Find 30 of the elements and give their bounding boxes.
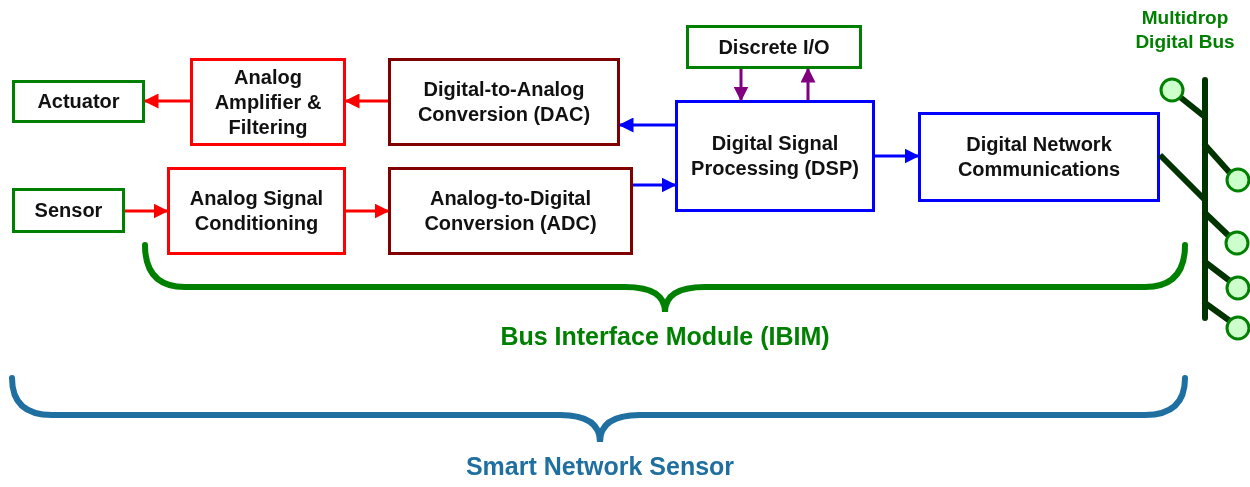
process-box bbox=[675, 100, 875, 212]
arrow bbox=[733, 69, 749, 102]
arrow bbox=[875, 148, 920, 164]
brace-label: Smart Network Sensor bbox=[465, 452, 735, 481]
arrow bbox=[633, 177, 677, 193]
node-label: Digital Signal Processing (DSP) bbox=[690, 131, 860, 181]
process-box bbox=[167, 167, 346, 255]
arrow bbox=[344, 93, 388, 109]
node-label: Discrete I/O bbox=[718, 34, 830, 60]
node-label: Multidrop Digital Bus bbox=[1134, 6, 1236, 54]
process-box bbox=[388, 167, 633, 255]
node-label: Sensor bbox=[34, 198, 103, 223]
process-box bbox=[918, 112, 1160, 202]
node-label: Actuator bbox=[37, 89, 120, 114]
node-label: Analog-to-Digital Conversion (ADC) bbox=[423, 186, 598, 236]
device-box bbox=[12, 80, 145, 123]
process-box bbox=[388, 58, 620, 146]
device-box bbox=[686, 25, 862, 69]
arrow bbox=[346, 203, 390, 219]
arrow bbox=[125, 203, 169, 219]
arrow bbox=[143, 93, 190, 109]
arrow bbox=[618, 117, 675, 133]
brace-label: Bus Interface Module (IBIM) bbox=[500, 322, 830, 351]
arrow bbox=[800, 67, 816, 100]
node-label: Digital Network Communications bbox=[956, 132, 1122, 182]
node-label: Analog Amplifier & Filtering bbox=[213, 64, 323, 140]
device-box bbox=[12, 188, 125, 233]
process-box bbox=[190, 58, 346, 146]
node-label: Analog Signal Conditioning bbox=[188, 186, 325, 236]
node-label: Digital-to-Analog Conversion (DAC) bbox=[416, 77, 592, 127]
